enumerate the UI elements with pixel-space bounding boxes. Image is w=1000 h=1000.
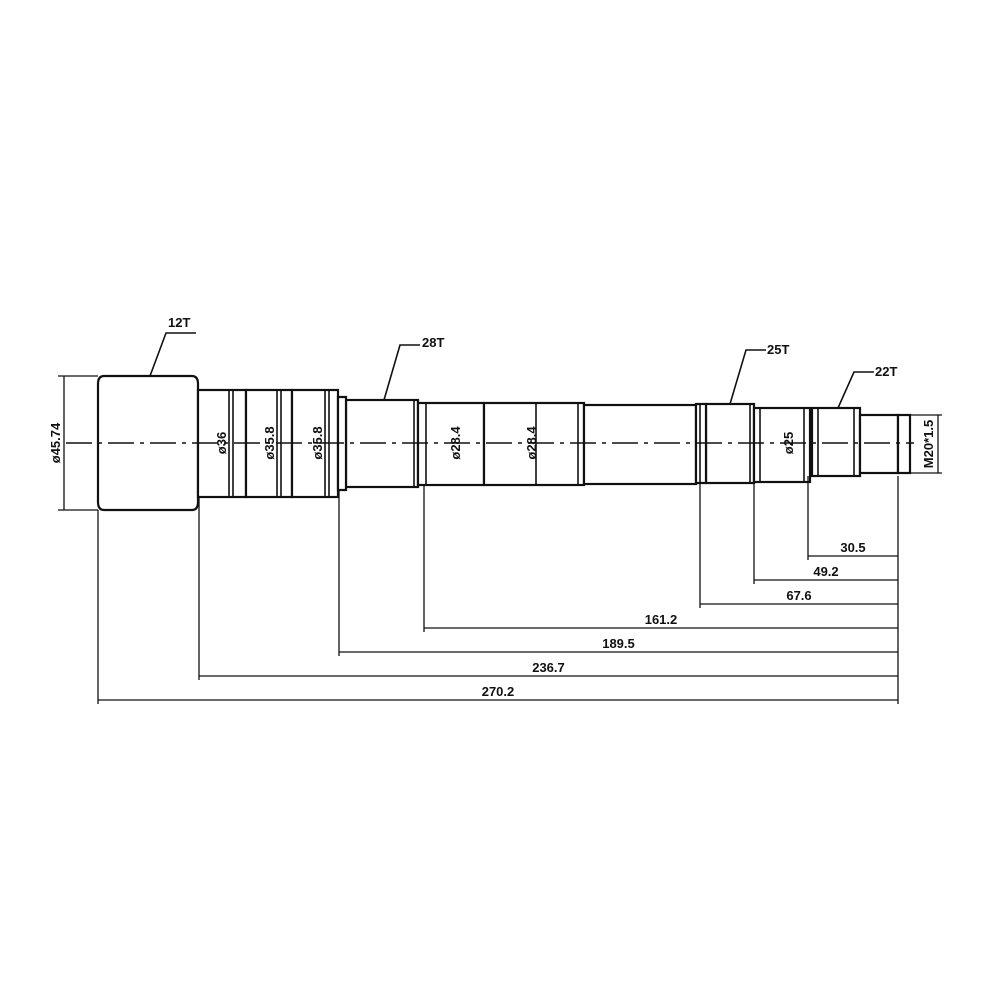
shaft-segment-22t-spline xyxy=(810,406,862,478)
shaft-segment-28-4-a xyxy=(416,401,486,487)
dimension-label: 49.2 xyxy=(813,564,838,579)
shaft-end-face xyxy=(896,413,912,475)
dimension-label: 30.5 xyxy=(840,540,865,555)
part-leaders xyxy=(149,332,874,409)
leader-22t xyxy=(837,371,874,409)
part-label-12t: 12T xyxy=(168,315,190,330)
diameter-dimension-45-74 xyxy=(58,375,98,511)
length-dimensions: 30.549.267.6 161.2 189.5 236.7 270.2 xyxy=(97,476,899,704)
diameter-label-45-74: ø45.74 xyxy=(48,422,63,463)
dimension-label: 270.2 xyxy=(482,684,515,699)
dimension-label: 236.7 xyxy=(532,660,565,675)
diameter-label-28-4-b: ø28.4 xyxy=(524,426,539,460)
shaft-segment-12t-spline xyxy=(96,374,200,512)
leader-12t xyxy=(149,332,196,377)
thread-dimension xyxy=(910,414,942,474)
leader-28t xyxy=(383,344,420,401)
diameter-label-36: ø36 xyxy=(214,432,229,454)
shaft-segment-thread xyxy=(858,413,900,475)
part-label-22t: 22T xyxy=(875,364,897,379)
diameter-label-35-8-a: ø35.8 xyxy=(262,426,277,459)
diameter-label-28-4-a: ø28.4 xyxy=(448,426,463,460)
dimension-label: 161.2 xyxy=(645,612,678,627)
leader-25t xyxy=(729,349,766,405)
shaft-segment-journal-25 xyxy=(752,406,812,484)
part-label-25t: 25T xyxy=(767,342,789,357)
dimension-label: 67.6 xyxy=(786,588,811,603)
dimension-label: 189.5 xyxy=(602,636,635,651)
diameter-label-25: ø25 xyxy=(781,432,796,454)
labels: 12T 28T 25T 22T ø45.74 ø36 ø35.8 ø35.8 ø… xyxy=(48,315,936,468)
part-label-28t: 28T xyxy=(422,335,444,350)
shaft-segment-plain xyxy=(582,403,698,486)
diameter-label-35-8-b: ø35.8 xyxy=(310,426,325,459)
shaft-segment-28-4-b xyxy=(482,401,586,487)
thread-label: M20*1.5 xyxy=(921,420,936,468)
